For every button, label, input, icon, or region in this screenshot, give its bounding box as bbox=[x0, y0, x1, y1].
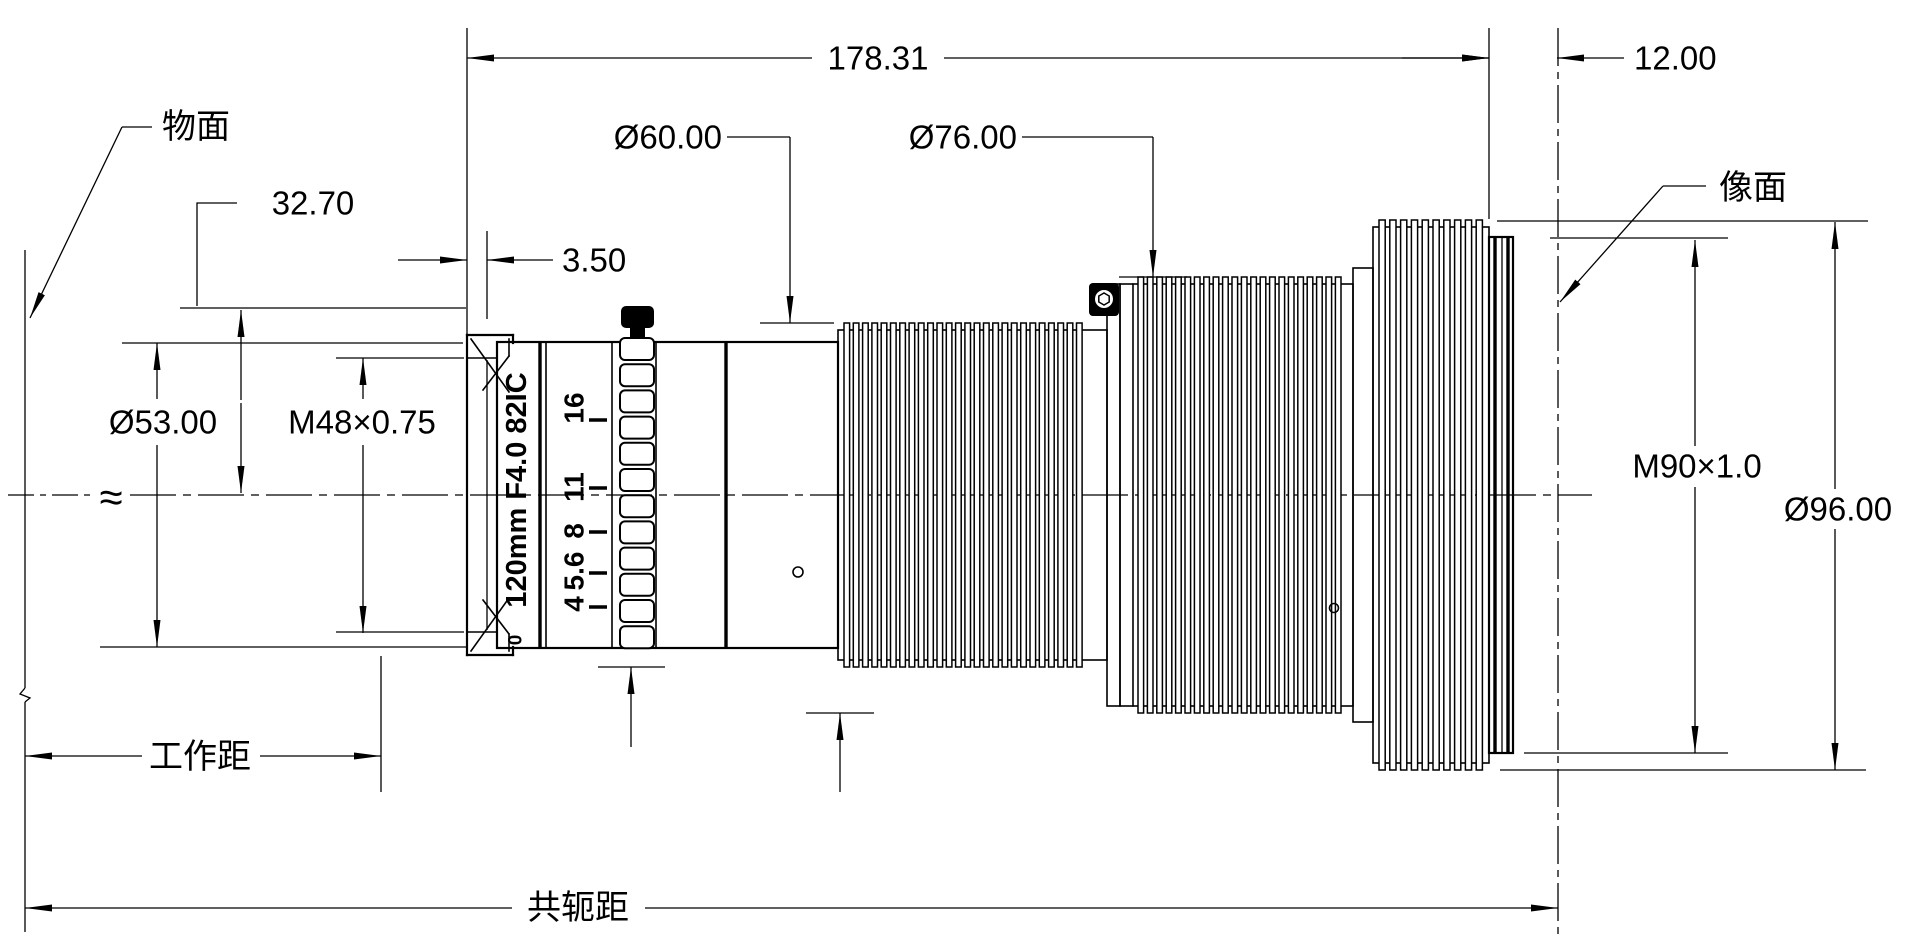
object-plane-label-group: 物面 bbox=[29, 108, 230, 319]
aperture-value-8: 8 bbox=[559, 523, 590, 539]
dim-filter-thread: M48×0.75 bbox=[288, 358, 436, 633]
mid-ring-hole bbox=[1328, 602, 1340, 614]
lens-body bbox=[465, 219, 1515, 771]
rear-flange-ribs bbox=[1378, 219, 1484, 771]
dim-mount-thread-text: M90×1.0 bbox=[1632, 448, 1761, 485]
dim-front-offset: 32.70 bbox=[196, 185, 355, 493]
aperture-scale: 16 11 8 5.6 4 bbox=[559, 392, 607, 612]
dim-mount-thread: M90×1.0 bbox=[1608, 240, 1786, 753]
dim-total-length-text: 178.31 bbox=[828, 40, 929, 77]
aperture-knurled-ring bbox=[619, 337, 655, 650]
dim-working-distance-text: 工作距 bbox=[149, 738, 251, 776]
mount-thread-snout bbox=[1487, 235, 1515, 755]
dim-flange-to-image-text: 12.00 bbox=[1634, 40, 1717, 77]
front-hood bbox=[465, 333, 515, 657]
dim-rear-flange-diameter-text: Ø96.00 bbox=[1784, 491, 1892, 528]
dim-conjugate-distance-text: 共轭距 bbox=[527, 889, 629, 927]
aperture-index-mark: 0 bbox=[506, 635, 527, 646]
aperture-scale-ticks bbox=[589, 418, 607, 609]
hex-socket-screw bbox=[1089, 283, 1119, 316]
aperture-value-11: 11 bbox=[559, 472, 590, 502]
aperture-value-4: 4 bbox=[559, 596, 590, 612]
dim-mid-ring-diameter: Ø76.00 bbox=[836, 119, 1157, 792]
aperture-lock-screw bbox=[621, 306, 654, 339]
dim-filter-thread-text: M48×0.75 bbox=[288, 404, 436, 441]
dim-conjugate-distance: 共轭距 bbox=[25, 889, 1558, 927]
aperture-value-16: 16 bbox=[559, 392, 590, 423]
approx-symbol: ≈ bbox=[99, 474, 122, 521]
dim-mid-ring-diameter-text: Ø76.00 bbox=[909, 119, 1017, 156]
dim-focus-ring-diameter-text: Ø60.00 bbox=[614, 119, 722, 156]
mid-ring-ribs bbox=[1137, 276, 1342, 714]
barrel-set-screw-hole bbox=[792, 566, 804, 578]
dim-front-diameter: Ø53.00 bbox=[109, 343, 217, 647]
dim-total-length: 178.31 bbox=[467, 40, 1489, 77]
dim-working-distance: 工作距 bbox=[25, 738, 381, 776]
object-plane-label: 物面 bbox=[162, 108, 230, 146]
dim-focus-ring-diameter: Ø60.00 bbox=[614, 119, 794, 747]
dim-face-to-vertex-text: 3.50 bbox=[562, 242, 626, 279]
dim-face-to-vertex: 3.50 bbox=[398, 242, 626, 279]
image-plane-label-group: 像面 bbox=[1559, 169, 1787, 303]
focus-ring-ribs bbox=[843, 322, 1083, 668]
lens-model-marking: 120mm F4.0 82IC bbox=[501, 372, 533, 607]
dim-front-offset-text: 32.70 bbox=[272, 185, 355, 222]
dim-front-diameter-text: Ø53.00 bbox=[109, 404, 217, 441]
extension-lines bbox=[100, 28, 1868, 792]
dim-rear-flange-diameter: Ø96.00 bbox=[1760, 222, 1916, 770]
aperture-value-5-6: 5.6 bbox=[559, 552, 590, 591]
dim-flange-to-image: 12.00 bbox=[1402, 40, 1717, 77]
object-plane-line bbox=[18, 250, 32, 932]
image-plane-label: 像面 bbox=[1719, 169, 1787, 207]
